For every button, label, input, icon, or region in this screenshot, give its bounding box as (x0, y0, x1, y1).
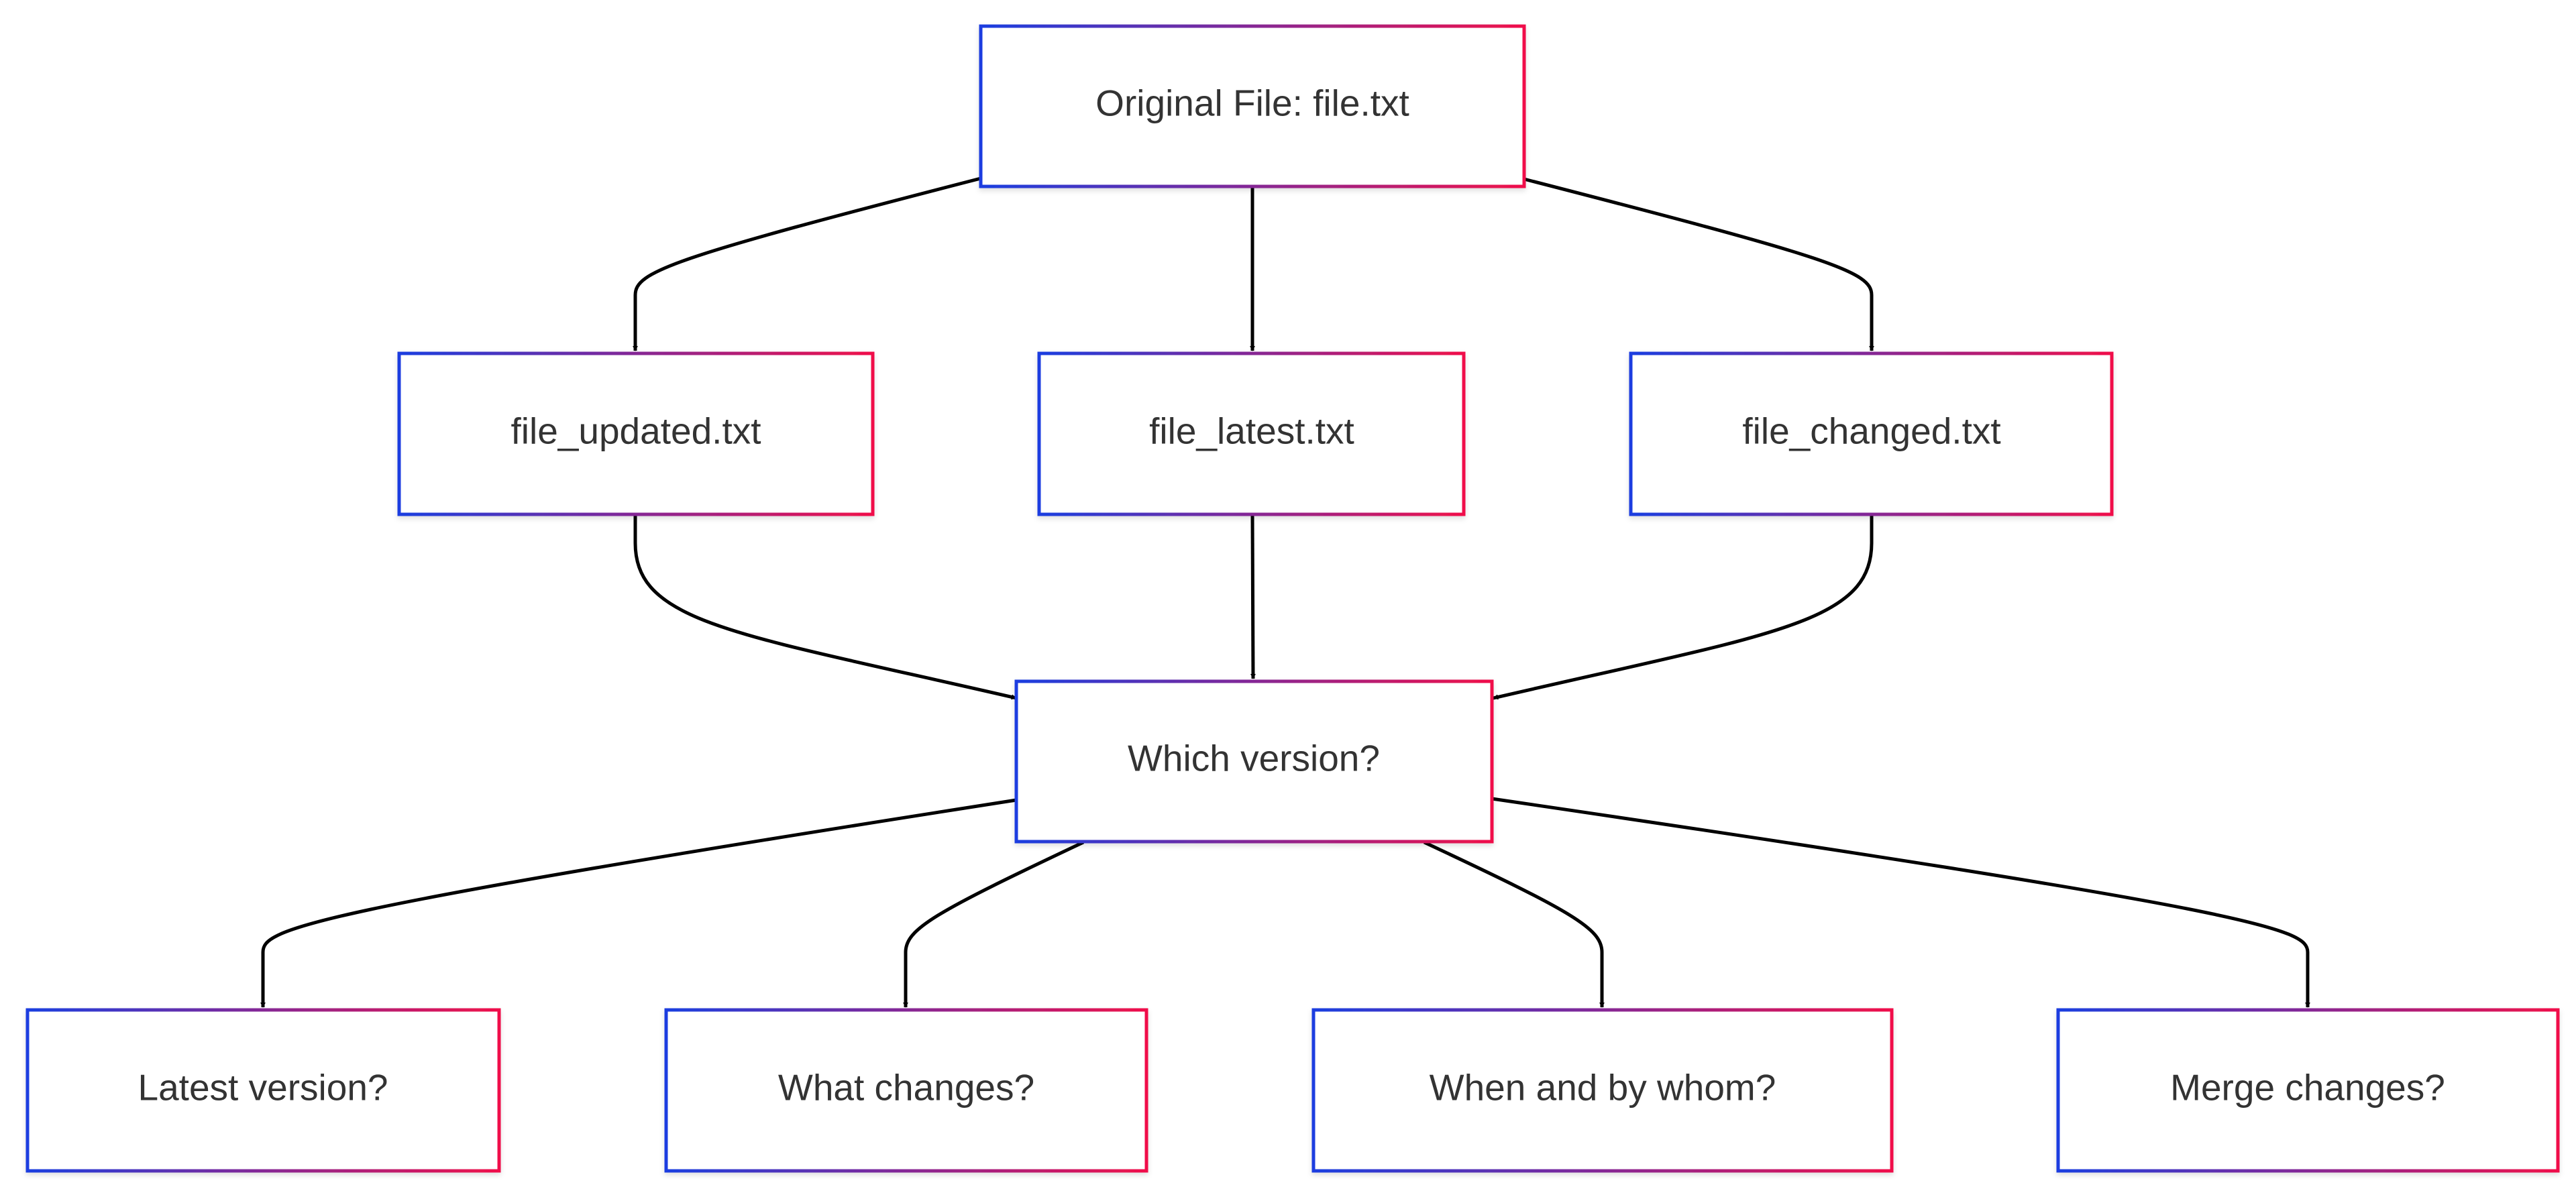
edges (260, 176, 2310, 1008)
node-merge-changes: Merge changes? (2056, 1008, 2560, 1173)
edge-which-q-when (1423, 840, 1605, 1008)
node-original-file: Original File: file.txt (979, 24, 1526, 188)
edge-which-q-latest (260, 798, 1017, 1008)
edge-which-q-changes (903, 840, 1085, 1008)
node-what-changes-label: What changes? (778, 1067, 1034, 1109)
node-which-version-label: Which version? (1128, 738, 1380, 779)
edge-root-updated (633, 176, 981, 351)
node-merge-changes-label: Merge changes? (2170, 1067, 2445, 1109)
node-file-updated: file_updated.txt (397, 351, 875, 516)
edge-root-changed (1521, 176, 1874, 351)
node-file-latest-label: file_latest.txt (1149, 410, 1354, 452)
node-file-updated-label: file_updated.txt (511, 410, 761, 452)
node-latest-version-label: Latest version? (138, 1067, 388, 1109)
edge-which-q-merge (1491, 797, 2310, 1008)
node-when-and-by-whom: When and by whom? (1311, 1008, 1894, 1173)
node-when-and-by-whom-label: When and by whom? (1430, 1067, 1776, 1109)
node-file-latest: file_latest.txt (1037, 351, 1466, 516)
edge-latest-which (1250, 514, 1256, 679)
edge-updated-which (633, 515, 1017, 700)
node-what-changes: What changes? (664, 1008, 1148, 1173)
node-file-changed-label: file_changed.txt (1742, 410, 2000, 452)
node-latest-version: Latest version? (25, 1008, 501, 1173)
node-original-file-label: Original File: file.txt (1095, 82, 1409, 124)
node-file-changed: file_changed.txt (1629, 351, 2114, 516)
edge-changed-which (1493, 515, 1874, 700)
node-which-version: Which version? (1014, 679, 1494, 844)
